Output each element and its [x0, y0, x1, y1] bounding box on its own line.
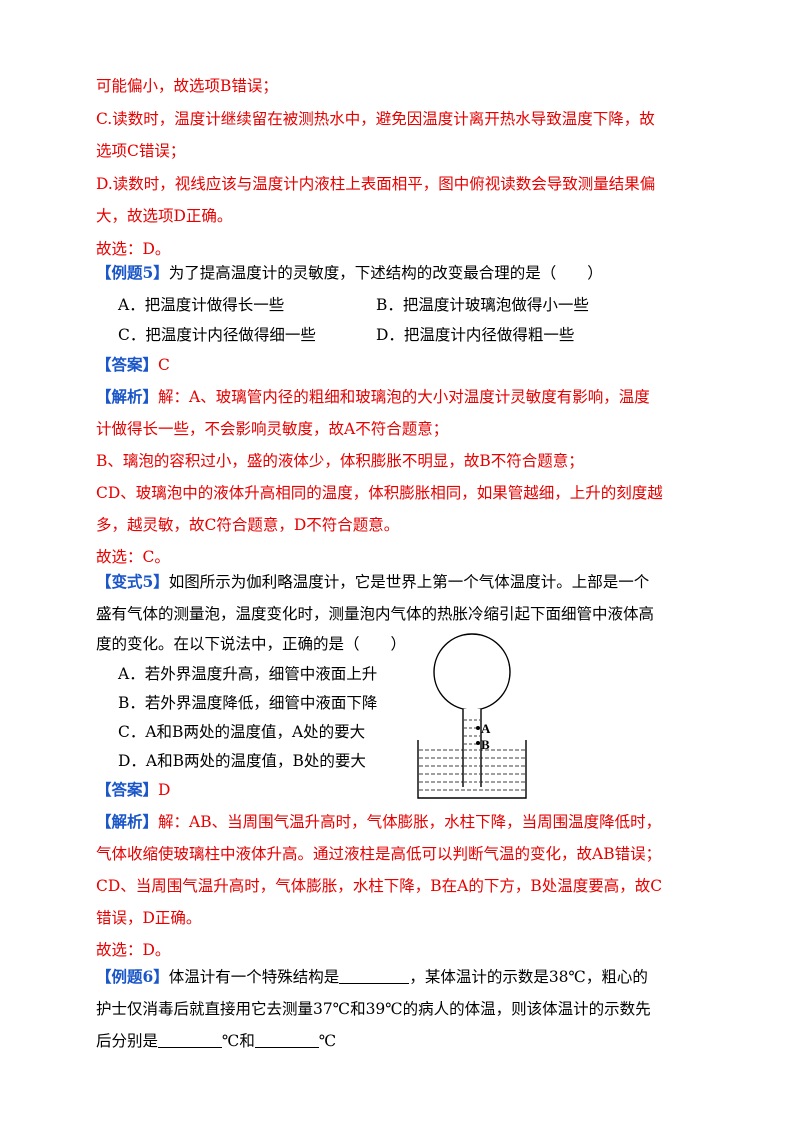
- variant5-analysis-line-3: CD、当周围气温升高时，气体膨胀，水柱下降，B在A的下方，B处温度要高，故C: [96, 877, 663, 895]
- example6-text-2: ，某体温计的示数是38℃，粗心的: [409, 968, 648, 986]
- marker-b-label: B: [481, 737, 490, 752]
- marker-b-dot: [476, 741, 480, 745]
- example6-line-3: 后分别是 ℃和 ℃: [96, 1030, 336, 1052]
- variant5-answer-tag: 【答案】: [96, 780, 159, 799]
- variant5-line-1: 【变式5】如图所示为伽利略温度计，它是世界上第一个气体温度计。上部是一个: [96, 571, 649, 593]
- variant5-option-c: C．A和B两处的温度值，A处的要大: [118, 723, 366, 741]
- variant5-option-a: A．若外界温度升高，细管中液面上升: [118, 665, 378, 683]
- example5-option-b: B．把温度计玻璃泡做得小一些: [376, 296, 589, 314]
- example5-question-text: 为了提高温度计的灵敏度，下述结构的改变最合理的是（ ）: [168, 264, 603, 282]
- prev-solution-choose: 故选：D。: [96, 240, 171, 258]
- example5-analysis-line-4: CD、玻璃泡中的液体升高相同的温度，体积膨胀相同，如果管越细，上升的刻度越: [96, 484, 663, 502]
- variant5-analysis-text-1: 解：AB、当周围气温升高时，气体膨胀，水柱下降，当周围温度降低时，: [158, 813, 662, 831]
- variant5-option-d: D．A和B两处的温度值，B处的要大: [118, 752, 366, 770]
- tube-liquid-column: [464, 719, 480, 783]
- example5-analysis-line-3: B、璃泡的容积过小，盛的液体少，体积膨胀不明显，故B不符合题意；: [96, 452, 584, 470]
- variant5-answer: 【答案】D: [96, 779, 170, 801]
- example5-analysis-line-1: 【解析】解：A、玻璃管内径的粗细和玻璃泡的大小对温度计灵敏度有影响，温度: [96, 386, 650, 408]
- variant5-analysis-line-1: 【解析】解：AB、当周围气温升高时，气体膨胀，水柱下降，当周围温度降低时，: [96, 811, 661, 833]
- variant5-line-3: 度的变化。在以下说法中，正确的是（ ）: [96, 635, 407, 653]
- variant5-analysis-line-4: 错误，D正确。: [96, 909, 202, 927]
- galileo-thermometer-figure: A B: [417, 633, 527, 799]
- prev-solution-line-4: D.读数时，视线应该与温度计内液柱上表面相平，图中俯视读数会导致测量结果偏: [96, 175, 656, 193]
- prev-solution-line-1: 可能偏小，故选项B错误；: [96, 77, 278, 95]
- example5-choose: 故选：C。: [96, 548, 170, 566]
- example5-question: 【例题5】为了提高温度计的灵敏度，下述结构的改变最合理的是（ ）: [96, 262, 603, 284]
- example6-blank-3[interactable]: [254, 1031, 319, 1048]
- marker-a-label: A: [481, 721, 491, 736]
- example5-analysis-tag: 【解析】: [96, 387, 159, 406]
- example5-option-c: C．把温度计内径做得细一些: [118, 326, 316, 344]
- example6-blank-2[interactable]: [158, 1031, 223, 1048]
- example5-option-d: D．把温度计内径做得粗一些: [376, 326, 575, 344]
- example6-text-3: 后分别是: [96, 1032, 159, 1050]
- liquid-container: [417, 740, 527, 799]
- variant5-line-2: 盛有气体的测量泡，温度变化时，测量泡内气体的热胀冷缩引起下面细管中液体高: [96, 605, 655, 623]
- example5-answer-tag: 【答案】: [96, 355, 159, 374]
- prev-solution-line-5: 大，故选项D正确。: [96, 207, 233, 225]
- example6-unit-1: ℃和: [222, 1032, 255, 1050]
- example6-unit-2: ℃: [318, 1032, 337, 1050]
- example5-tag: 【例题5】: [96, 263, 169, 282]
- thermometer-bulb: [433, 633, 511, 711]
- variant5-analysis-line-2: 气体收缩使玻璃柱中液体升高。通过液柱是高低可以判断气温的变化，故AB错误；: [96, 845, 662, 863]
- example5-analysis-line-5: 多，越灵敏，故C符合题意，D不符合题意。: [96, 516, 400, 534]
- prev-solution-line-2: C.读数时，温度计继续留在被测热水中，避免因温度计离开热水导致温度下降，故: [96, 110, 655, 128]
- variant5-text-1: 如图所示为伽利略温度计，它是世界上第一个气体温度计。上部是一个: [168, 573, 650, 591]
- example5-analysis-line-2: 计做得长一些，不会影响灵敏度，故A不符合题意；: [96, 420, 449, 438]
- example6-line-2: 护士仅消毒后就直接用它去测量37℃和39℃的病人的体温，则该体温计的示数先: [96, 1000, 651, 1018]
- example6-blank-1[interactable]: [339, 967, 410, 984]
- marker-a-dot: [476, 726, 480, 730]
- example5-answer: 【答案】C: [96, 354, 170, 376]
- example6-text-1: 体温计有一个特殊结构是: [168, 968, 340, 986]
- variant5-choose: 故选：D。: [96, 941, 171, 959]
- prev-solution-line-3: 选项C错误；: [96, 142, 186, 160]
- variant5-option-b: B．若外界温度降低，细管中液面下降: [118, 694, 378, 712]
- variant5-answer-value: D: [158, 781, 171, 799]
- example6-line-1: 【例题6】体温计有一个特殊结构是 ，某体温计的示数是38℃，粗心的: [96, 966, 648, 988]
- variant5-analysis-tag: 【解析】: [96, 812, 159, 831]
- example5-answer-value: C: [158, 356, 170, 374]
- variant5-tag: 【变式5】: [96, 572, 169, 591]
- example5-option-a: A．把温度计做得长一些: [118, 296, 285, 314]
- example6-tag: 【例题6】: [96, 967, 169, 986]
- example5-analysis-text-1: 解：A、玻璃管内径的粗细和玻璃泡的大小对温度计灵敏度有影响，温度: [158, 388, 650, 406]
